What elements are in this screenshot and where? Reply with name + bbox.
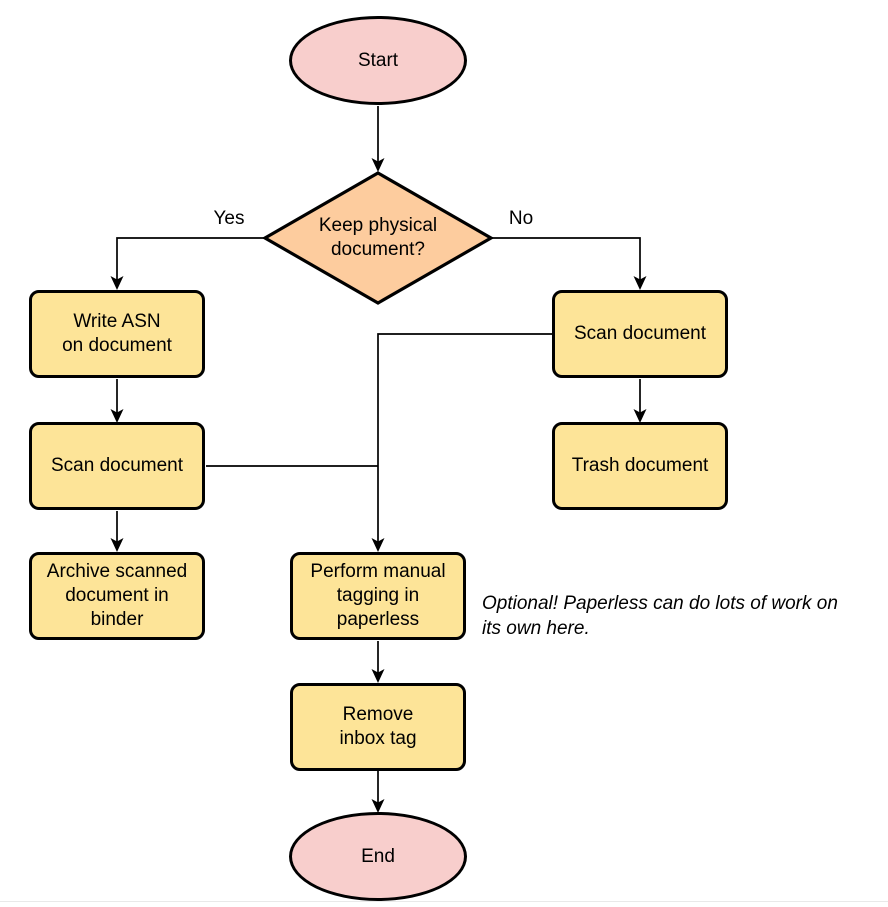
arrowhead-to-scan-left (110, 409, 124, 423)
node-remove-inbox-tag: Remove inbox tag (290, 683, 466, 771)
node-archive-in-binder: Archive scanned document in binder (29, 552, 205, 640)
node-start: Start (289, 16, 467, 105)
node-manual-tagging: Perform manual tagging in paperless (290, 552, 466, 640)
node-end: End (289, 812, 467, 901)
edge-label-yes: Yes (213, 208, 245, 229)
arrowhead-to-write-asn (110, 276, 124, 290)
arrowhead-to-tagging (371, 538, 385, 552)
edge-label-no: No (508, 208, 534, 229)
optional-note: Optional! Paperless can do lots of work … (482, 593, 838, 639)
node-scan-document-right: Scan document (552, 290, 728, 378)
arrowhead-to-remove-inbox (371, 669, 385, 683)
node-decision-label: Keep physical document? (318, 215, 438, 260)
decision-diamond-shape (261, 171, 495, 305)
edge-decision-no (492, 237, 641, 282)
arrowhead-to-archive (110, 538, 124, 552)
arrowhead-to-trash (633, 409, 647, 423)
edge-scanright-to-tagging (377, 333, 552, 544)
arrowhead-to-scan-right (633, 276, 647, 290)
node-scan-document-left: Scan document (29, 422, 205, 510)
node-trash-document: Trash document (552, 422, 728, 510)
arrowhead-to-decision (371, 158, 385, 172)
node-write-asn: Write ASN on document (29, 290, 205, 378)
arrowhead-to-end (371, 799, 385, 813)
edge-decision-yes (116, 237, 264, 282)
bottom-divider (0, 901, 888, 902)
